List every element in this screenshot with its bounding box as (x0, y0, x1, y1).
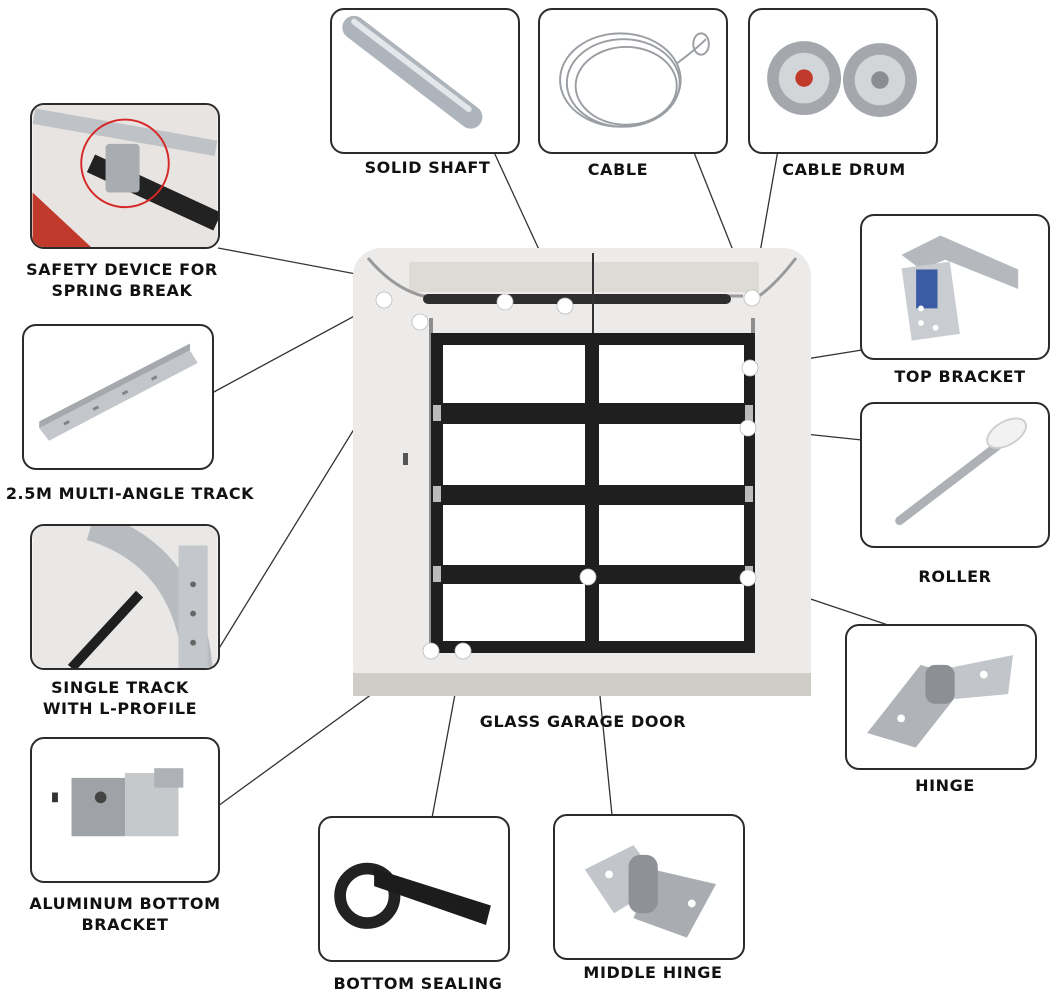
bottom-sealing-label: BOTTOM SEALING (333, 974, 503, 993)
multi-angle-track-image (22, 324, 214, 470)
cable-drum-image (748, 8, 938, 154)
aluminum-bottom-bracket-label-line1: ALUMINUM BOTTOM (29, 894, 221, 913)
top-bracket-image (860, 214, 1050, 360)
solid-shaft-label: SOLID SHAFT (364, 158, 491, 177)
multi-angle-track-label: 2.5M MULTI-ANGLE TRACK (5, 484, 255, 503)
aluminum-bottom-bracket-label-line2: BRACKET (81, 915, 169, 934)
middle-hinge-label: MIDDLE HINGE (583, 963, 723, 982)
cable-image (538, 8, 728, 154)
middle-hinge-image (553, 814, 745, 960)
bottom-sealing-image (318, 816, 510, 962)
aluminum-bottom-bracket-image (30, 737, 220, 883)
safety-device-label-line1: SAFETY DEVICE FOR (26, 260, 218, 279)
garage-door-illustration (353, 248, 811, 696)
single-track-label-line2: WITH L-PROFILE (42, 699, 198, 718)
safety-device-label-line2: SPRING BREAK (51, 281, 193, 300)
hinge-label: HINGE (915, 776, 975, 795)
top-bracket-label: TOP BRACKET (894, 367, 1026, 386)
single-track-image (30, 524, 220, 670)
cable-label: CABLE (587, 160, 649, 179)
cable-drum-label: CABLE DRUM (782, 160, 906, 179)
roller-label: ROLLER (918, 567, 992, 586)
glass-garage-door-label: GLASS GARAGE DOOR (479, 712, 687, 731)
safety-device-image (30, 103, 220, 249)
roller-image (860, 402, 1050, 548)
solid-shaft-image (330, 8, 520, 154)
hinge-image (845, 624, 1037, 770)
single-track-label-line1: SINGLE TRACK (51, 678, 189, 697)
